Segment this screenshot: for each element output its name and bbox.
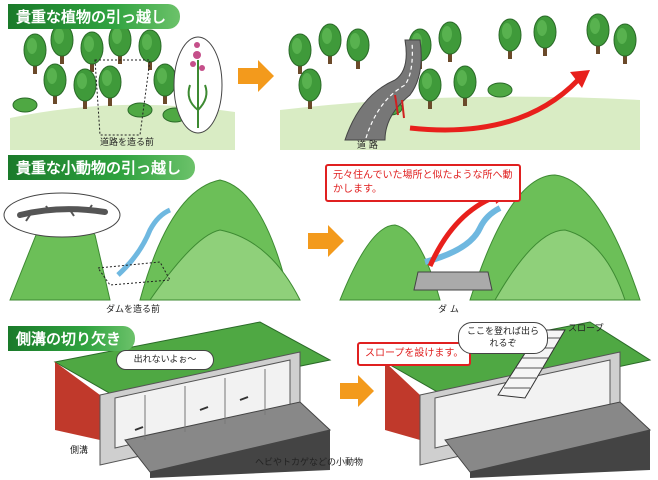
ditch-speech-trapped: 出れないよぉ〜 bbox=[116, 350, 214, 370]
tree-icon bbox=[586, 13, 610, 55]
plants-before-caption: 道路を造る前 bbox=[100, 138, 155, 148]
tree-icon bbox=[108, 23, 132, 65]
section-title-ditch: 側溝の切り欠き bbox=[8, 326, 136, 351]
ditch-label: 側溝 bbox=[70, 446, 89, 456]
tree-icon bbox=[438, 21, 462, 63]
tree-icon bbox=[533, 15, 557, 57]
slope-label: スロープ bbox=[568, 324, 604, 334]
tree-icon bbox=[23, 33, 47, 75]
tree-icon bbox=[288, 33, 312, 75]
plants-after-scene bbox=[280, 13, 640, 150]
tree-icon bbox=[80, 31, 104, 73]
plants-after-caption: 道 路 bbox=[357, 141, 378, 151]
ditch-speech-escape: ここを登れば出られるぞ bbox=[458, 322, 548, 354]
tree-icon bbox=[73, 68, 97, 110]
bush-icon bbox=[127, 102, 153, 118]
tree-icon bbox=[138, 29, 162, 71]
animal-zoom-bubble bbox=[3, 192, 121, 238]
bush-icon bbox=[487, 82, 513, 98]
section-title-animals: 貴重な小動物の引っ越し bbox=[8, 155, 196, 180]
tree-icon bbox=[98, 65, 122, 107]
animals-callout: 元々住んでいた場所と似たような所へ動かします。 bbox=[325, 164, 521, 202]
ditch-callout: スロープを設けます。 bbox=[357, 342, 472, 366]
ditch-arrow bbox=[340, 375, 374, 407]
dam-shape bbox=[413, 271, 493, 291]
tree-icon bbox=[613, 23, 637, 65]
animals-after-scene bbox=[339, 174, 641, 301]
relocation-arrow bbox=[409, 78, 580, 133]
tree-icon bbox=[498, 18, 522, 60]
bush-icon bbox=[12, 97, 38, 113]
plants-before-scene bbox=[10, 23, 235, 150]
tree-icon bbox=[50, 23, 74, 65]
animals-after-caption: ダ ム bbox=[438, 305, 459, 315]
plants-arrow bbox=[238, 60, 274, 92]
animals-before-caption: ダムを造る前 bbox=[106, 305, 161, 315]
animals-before-scene bbox=[3, 179, 301, 301]
ditch-animals-label: ヘビやトカゲなどの小動物 bbox=[255, 458, 364, 468]
tree-icon bbox=[346, 28, 370, 70]
tree-icon bbox=[298, 68, 322, 110]
tree-icon bbox=[153, 63, 177, 105]
section-title-plants: 貴重な植物の引っ越し bbox=[8, 4, 181, 29]
animals-arrow bbox=[308, 225, 344, 257]
tree-icon bbox=[318, 23, 342, 65]
tree-icon bbox=[43, 63, 67, 105]
